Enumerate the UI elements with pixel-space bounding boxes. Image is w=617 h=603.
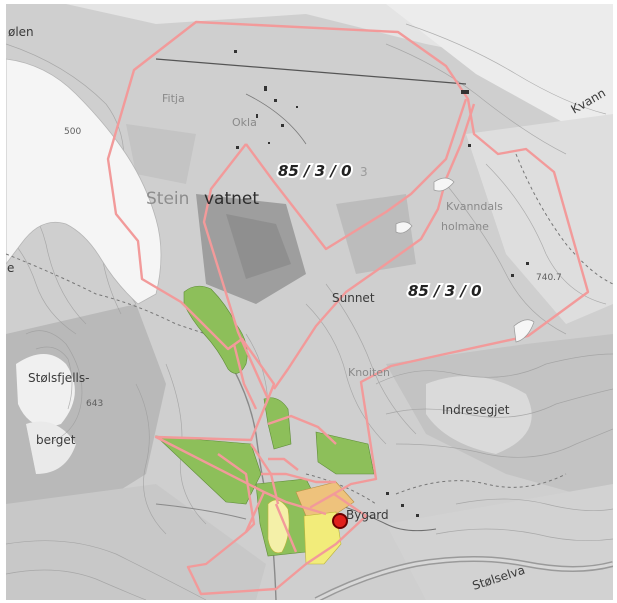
map-canvas[interactable]: ølen Kvann Fitja Okla Stein vatnet 85 / … <box>6 4 613 600</box>
parcel-id-1[interactable]: 85 / 3 / 0 <box>276 160 354 182</box>
label-holmane: holmane <box>441 220 489 233</box>
label-indresegjet: Indresegjet <box>442 403 510 417</box>
buildings <box>234 50 529 517</box>
trail-lines <box>6 153 613 505</box>
label-fitja: Fitja <box>162 92 185 105</box>
terrain-shading <box>6 4 613 600</box>
fields-green <box>155 285 375 557</box>
label-sunnet: Sunnet <box>332 291 375 305</box>
map-viewport[interactable]: ølen Kvann Fitja Okla Stein vatnet 85 / … <box>6 4 613 600</box>
label-stolsfjells: Stølsfjells- <box>28 371 89 385</box>
label-steinavatnet-right: vatnet <box>204 189 259 209</box>
location-marker[interactable] <box>332 513 348 529</box>
label-bygard: Bygard <box>346 508 389 522</box>
label-elev-643: 643 <box>86 399 103 409</box>
parcel-id-1-suffix: 3 <box>360 165 368 179</box>
parcel-boundaries <box>106 20 590 596</box>
label-berget: berget <box>36 433 76 447</box>
label-elev-500: 500 <box>64 127 81 137</box>
parcel-id-2[interactable]: 85 / 3 / 0 <box>406 280 484 302</box>
label-e-edge: e <box>7 261 14 275</box>
label-knoiten: Knoiten <box>348 366 390 379</box>
label-olen: ølen <box>8 25 34 39</box>
label-okla: Okla <box>232 116 257 129</box>
ponds <box>395 177 535 343</box>
parcel-outline-main[interactable] <box>106 20 590 596</box>
lake-steinavatnet <box>6 58 162 305</box>
label-kvanndals: Kvanndals <box>446 200 503 213</box>
label-steinavatnet-left: Stein <box>146 189 189 209</box>
label-elev-740: 740.7 <box>536 273 562 283</box>
